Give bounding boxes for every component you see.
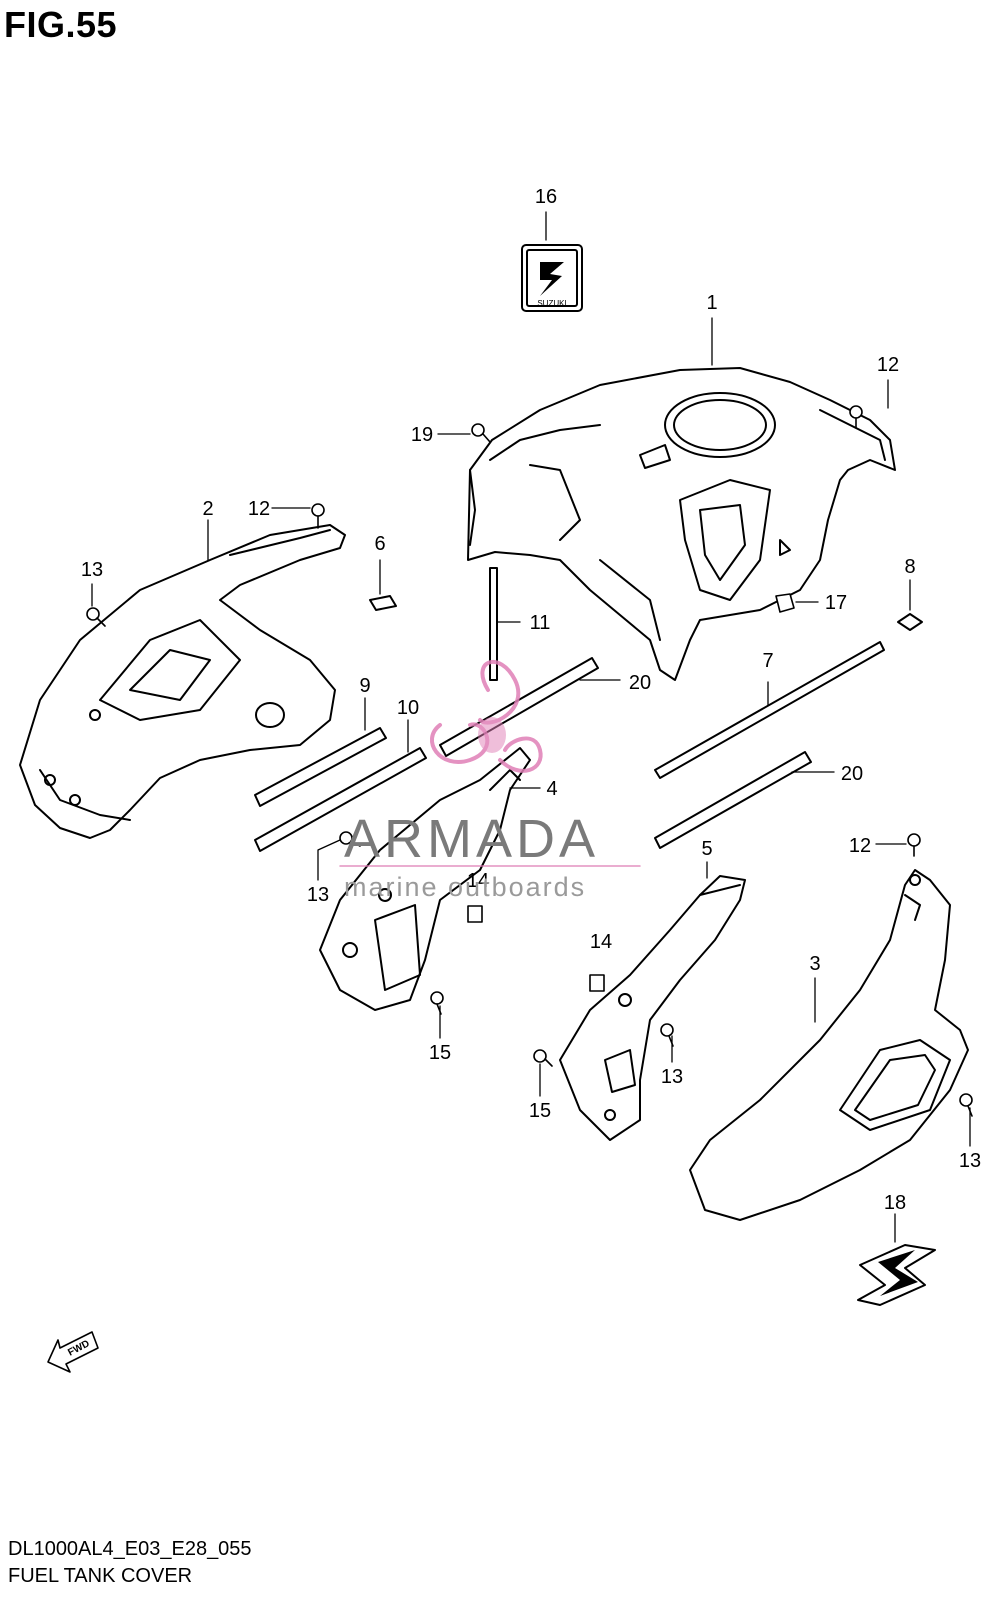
callout-8: 8 — [904, 556, 915, 578]
part-10-strip — [254, 747, 427, 852]
part-16-emblem: SUZUKI — [521, 244, 583, 312]
callout-12-top-right: 12 — [877, 354, 899, 376]
bolt-icon — [86, 405, 973, 1117]
callout-13-far-right: 13 — [959, 1150, 981, 1172]
callout-13-bracket: 13 — [661, 1066, 683, 1088]
part-20-strip-lower — [654, 751, 812, 849]
part-2-left-cover — [19, 524, 346, 839]
callout-1: 1 — [706, 292, 717, 314]
callout-13-center: 13 — [307, 884, 329, 906]
callout-13-left: 13 — [81, 559, 103, 581]
suzuki-s-decal-icon — [878, 1250, 918, 1296]
section-name: FUEL TANK COVER — [8, 1565, 193, 1587]
callout-4: 4 — [546, 778, 557, 800]
callout-9: 9 — [359, 675, 370, 697]
part-11-strip — [489, 567, 498, 681]
callout-20-lower: 20 — [841, 763, 863, 785]
armada-logo-icon — [339, 660, 641, 867]
callout-15-center: 15 — [429, 1042, 451, 1064]
callout-5: 5 — [701, 838, 712, 860]
callout-7: 7 — [762, 650, 773, 672]
suzuki-emblem-icon — [540, 262, 564, 296]
watermark-tagline: marine outboards — [344, 872, 587, 902]
callout-10: 10 — [397, 697, 419, 719]
callout-17: 17 — [825, 592, 847, 614]
part-6-pad — [369, 595, 397, 611]
model-code: DL1000AL4_E03_E28_055 — [8, 1538, 252, 1560]
part-18-decal — [857, 1244, 936, 1306]
callout-19: 19 — [411, 424, 433, 446]
callout-2: 2 — [202, 498, 213, 520]
callout-16: 16 — [535, 186, 557, 208]
part-8-pad — [897, 613, 923, 631]
callout-14-center: 14 — [467, 870, 489, 892]
callout-12-right: 12 — [849, 835, 871, 857]
leader-lines — [91, 211, 971, 1243]
callout-15-right: 15 — [529, 1100, 551, 1122]
callout-11: 11 — [530, 612, 551, 634]
callout-3: 3 — [809, 953, 820, 975]
callout-14-right: 14 — [590, 931, 612, 953]
callout-12-left: 12 — [248, 498, 270, 520]
part-1-tank-cover — [467, 367, 896, 681]
figure-title: FIG.55 — [4, 4, 118, 45]
part-9-strip — [254, 727, 387, 807]
part-3-right-cover — [689, 869, 969, 1221]
watermark-name: ARMADA — [344, 809, 600, 869]
part-7-strip — [654, 641, 885, 779]
callout-20-upper: 20 — [629, 672, 651, 694]
callout-6: 6 — [374, 533, 385, 555]
part-4-inner-panel — [319, 747, 531, 1011]
fwd-arrow-icon: FWD — [47, 1331, 99, 1373]
part-5-bracket — [559, 875, 746, 1141]
emblem-text: SUZUKI — [537, 299, 566, 308]
callout-18: 18 — [884, 1192, 906, 1214]
clip-nut-icon — [467, 593, 795, 992]
